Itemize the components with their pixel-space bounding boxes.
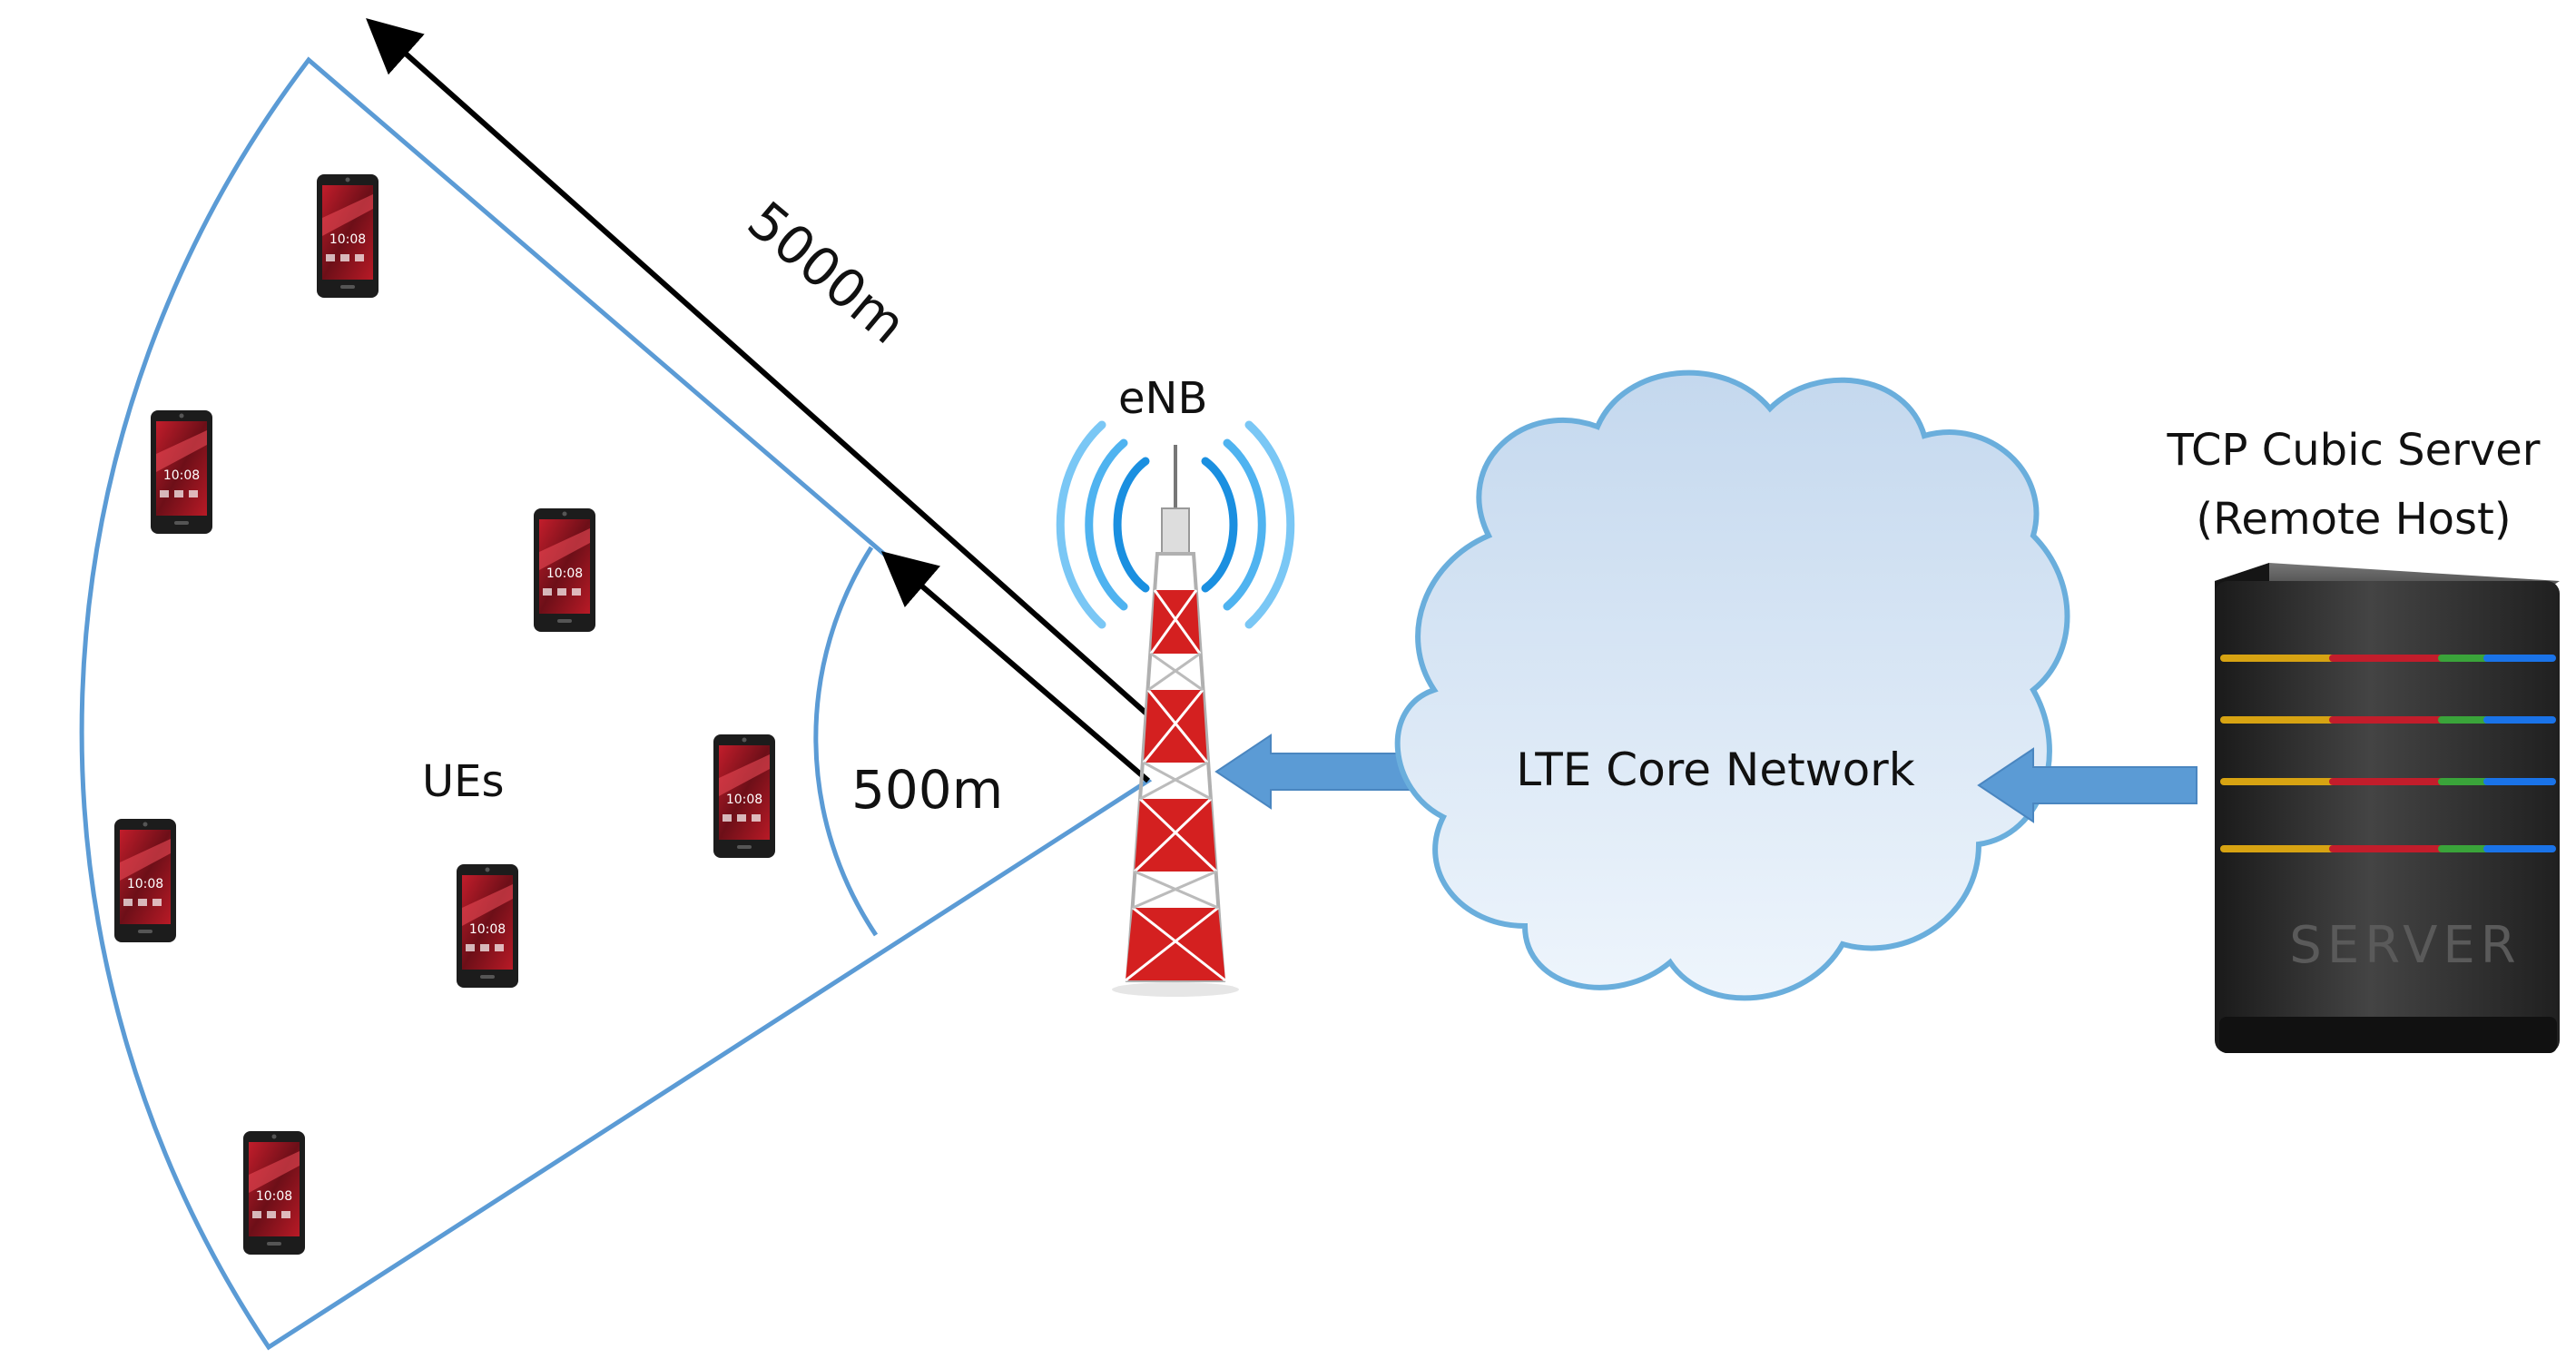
server-label-line2: (Remote Host) (2196, 494, 2511, 545)
inner-range-arc (813, 546, 879, 937)
smartphone-icon (534, 508, 595, 632)
coverage-sector (79, 56, 1153, 1351)
server-to-core-arrow (1977, 747, 2197, 823)
long-range-label: 5000m (736, 190, 918, 356)
smartphone-icon (114, 819, 176, 942)
smartphone-icon (151, 410, 212, 534)
long-range-arrow (366, 18, 1173, 738)
server-engraving: SERVER (2289, 916, 2521, 975)
cell-tower-icon (1056, 420, 1295, 997)
enb-label: eNB (1118, 373, 1207, 424)
ue-group (114, 174, 775, 1255)
server-label-line1: TCP Cubic Server (2166, 425, 2540, 476)
server-icon: SERVER (2215, 563, 2560, 1053)
smartphone-icon (317, 174, 379, 298)
short-range-label: 500m (851, 759, 1003, 821)
smartphone-icon (713, 734, 775, 858)
ues-label: UEs (422, 756, 504, 807)
core-network-label: LTE Core Network (1516, 744, 1914, 796)
cloud-icon (1394, 369, 2070, 1001)
smartphone-icon (457, 864, 518, 988)
smartphone-icon (243, 1131, 305, 1255)
short-range-arrow (880, 551, 1150, 783)
